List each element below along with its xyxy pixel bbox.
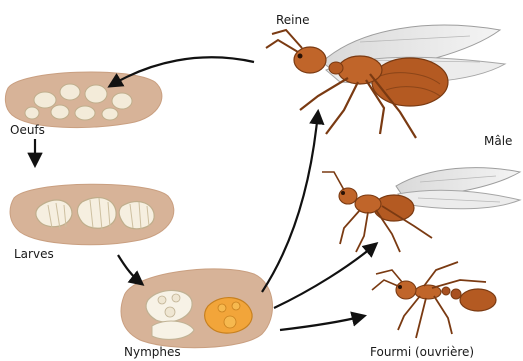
- label-male: Mâle: [484, 134, 512, 148]
- arrow-pupae-to-worker: [280, 316, 364, 330]
- label-eggs: Oeufs: [10, 123, 45, 137]
- arrow-pupae-to-queen: [262, 112, 318, 292]
- label-pupae: Nymphes: [124, 345, 181, 359]
- label-larvae: Larves: [14, 247, 54, 261]
- label-worker: Fourmi (ouvrière): [370, 345, 474, 359]
- worker-ant-icon: [372, 262, 496, 338]
- arrow-larvae-to-pupae: [118, 255, 142, 284]
- pupae-icon: [121, 269, 272, 348]
- label-queen: Reine: [276, 13, 310, 27]
- queen-ant-icon: [266, 25, 505, 138]
- male-ant-icon: [322, 168, 520, 252]
- arrow-pupae-to-male: [274, 244, 376, 308]
- larvae-icon: [10, 184, 174, 244]
- eggs-icon: [5, 72, 162, 128]
